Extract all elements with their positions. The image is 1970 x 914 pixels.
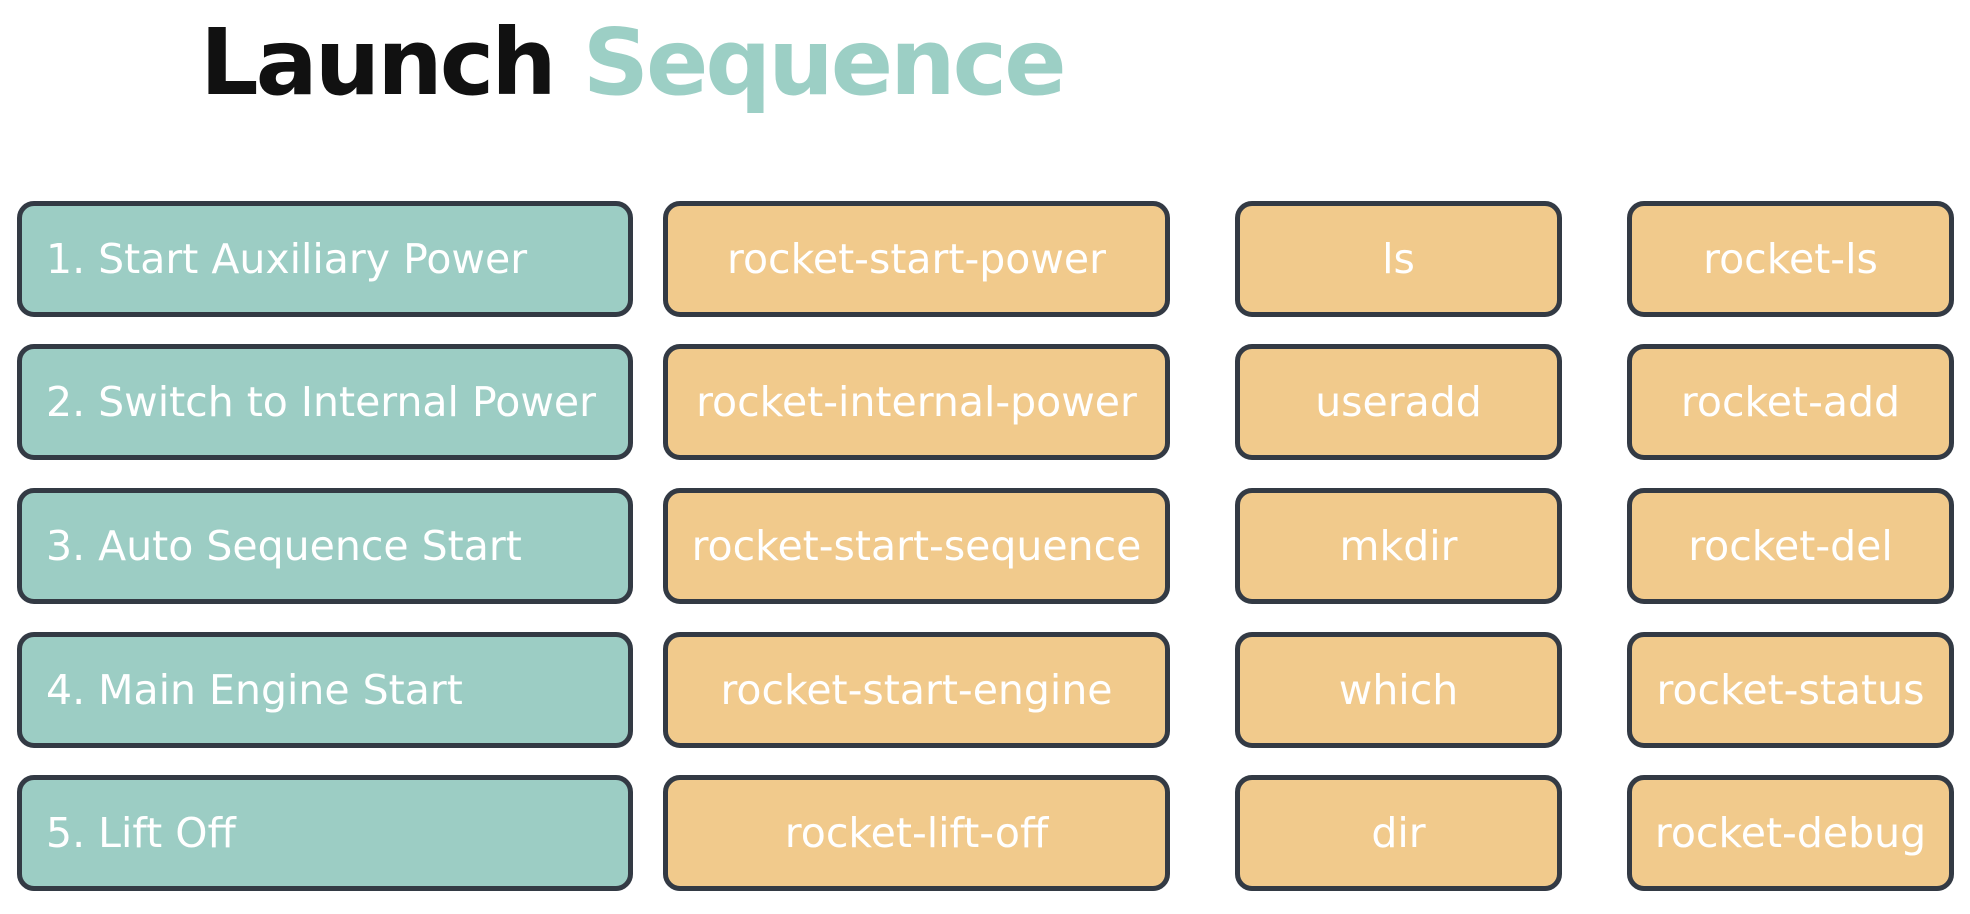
rocket-tool-box-1: rocket-ls (1627, 201, 1954, 317)
title-word-sequence: Sequence (582, 9, 1067, 116)
linux-command-box-1: ls (1235, 201, 1562, 317)
rocket-command-box-1: rocket-start-power (663, 201, 1170, 317)
rocket-tool-box-3: rocket-del (1627, 488, 1954, 604)
step-box-3: 3. Auto Sequence Start (17, 488, 633, 604)
linux-command-box-4: which (1235, 632, 1562, 748)
title-word-launch: Launch (200, 9, 557, 116)
step-box-5: 5. Lift Off (17, 775, 633, 891)
rocket-command-box-2: rocket-internal-power (663, 344, 1170, 460)
step-box-1: 1. Start Auxiliary Power (17, 201, 633, 317)
step-box-4: 4. Main Engine Start (17, 632, 633, 748)
rocket-tool-box-2: rocket-add (1627, 344, 1954, 460)
linux-command-box-2: useradd (1235, 344, 1562, 460)
rocket-tool-box-5: rocket-debug (1627, 775, 1954, 891)
rocket-command-box-5: rocket-lift-off (663, 775, 1170, 891)
rocket-command-box-4: rocket-start-engine (663, 632, 1170, 748)
rocket-command-box-3: rocket-start-sequence (663, 488, 1170, 604)
linux-command-box-3: mkdir (1235, 488, 1562, 604)
page-title: Launch Sequence (200, 8, 1067, 118)
step-box-2: 2. Switch to Internal Power (17, 344, 633, 460)
rocket-tool-box-4: rocket-status (1627, 632, 1954, 748)
linux-command-box-5: dir (1235, 775, 1562, 891)
